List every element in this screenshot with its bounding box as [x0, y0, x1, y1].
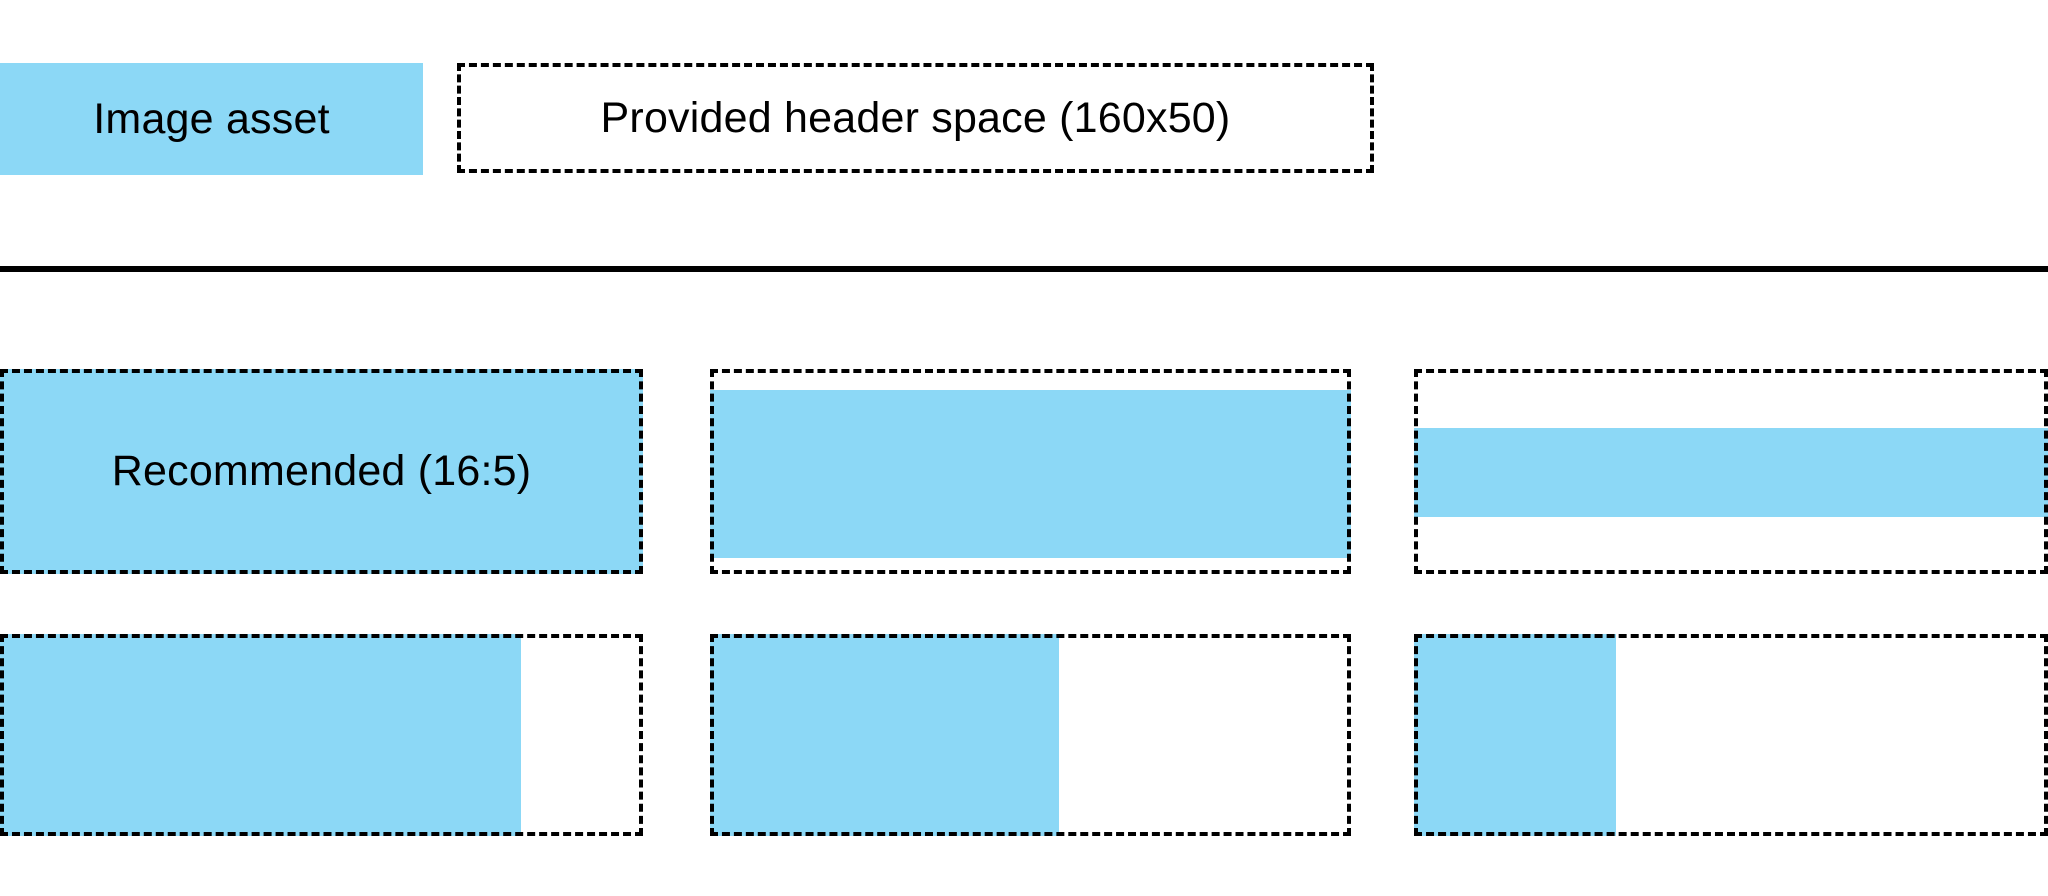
- grid-cell-tall-pillarboxed: [0, 634, 643, 836]
- grid-cell-recommended: Recommended (16:5): [0, 369, 643, 574]
- legend-header-space-label: Provided header space (160x50): [600, 93, 1231, 142]
- asset-fill-tall-pillarboxed: [0, 634, 521, 836]
- legend-image-asset-label: Image asset: [93, 94, 330, 143]
- asset-fill-very-wide-letterboxed: [1414, 428, 2048, 517]
- grid-cell-very-wide-letterboxed: [1414, 369, 2048, 574]
- grid-cell-taller-pillarboxed: [710, 634, 1351, 836]
- grid-cell-wide-letterboxed: [710, 369, 1351, 574]
- section-divider-line: [0, 266, 2048, 272]
- asset-fill-taller-pillarboxed: [710, 634, 1060, 836]
- grid-cell-tallest-pillarboxed: [1414, 634, 2048, 836]
- asset-fill-recommended: [0, 369, 643, 574]
- legend-image-asset-swatch: Image asset: [0, 63, 423, 175]
- asset-fill-wide-letterboxed: [710, 389, 1351, 558]
- legend-header-space-box: Provided header space (160x50): [457, 63, 1374, 173]
- asset-fill-tallest-pillarboxed: [1414, 634, 1616, 836]
- recommended-label: Recommended (16:5): [111, 447, 532, 495]
